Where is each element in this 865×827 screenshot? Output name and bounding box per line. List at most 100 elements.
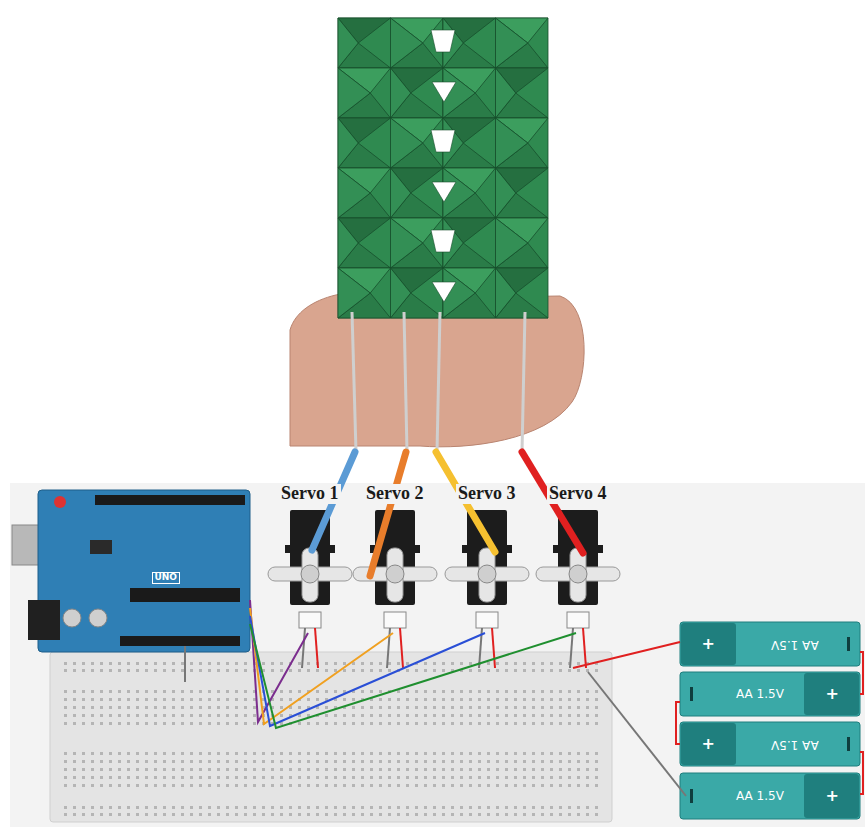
breadboard-hole [136, 760, 139, 763]
breadboard-hole [91, 698, 94, 701]
minus-mark [690, 687, 693, 701]
breadboard-hole [136, 714, 139, 717]
origami-facet [391, 268, 444, 318]
breadboard-hole [217, 669, 220, 672]
breadboard-hole [379, 806, 382, 809]
breadboard-hole [532, 690, 535, 693]
breadboard-hole [397, 768, 400, 771]
breadboard-hole [163, 813, 166, 816]
breadboard-hole [451, 690, 454, 693]
breadboard-hole [136, 669, 139, 672]
breadboard-hole [280, 776, 283, 779]
breadboard-hole [199, 706, 202, 709]
breadboard-hole [91, 813, 94, 816]
breadboard-hole [163, 722, 166, 725]
servo-shaft [301, 565, 319, 583]
breadboard-hole [82, 760, 85, 763]
breadboard-hole [559, 806, 562, 809]
breadboard-hole [424, 722, 427, 725]
breadboard-hole [469, 714, 472, 717]
breadboard-hole [136, 690, 139, 693]
breadboard-hole [442, 714, 445, 717]
breadboard-hole [235, 690, 238, 693]
breadboard-hole [109, 722, 112, 725]
breadboard-hole [361, 752, 364, 755]
breadboard-hole [343, 752, 346, 755]
breadboard-hole [64, 662, 67, 665]
microcontroller-chip [130, 588, 240, 602]
breadboard-hole [181, 662, 184, 665]
breadboard-hole [532, 760, 535, 763]
breadboard-hole [82, 714, 85, 717]
breadboard-hole [235, 806, 238, 809]
breadboard-hole [550, 690, 553, 693]
breadboard-hole [469, 752, 472, 755]
breadboard-hole [469, 722, 472, 725]
breadboard-hole [136, 784, 139, 787]
breadboard-hole [208, 784, 211, 787]
breadboard-hole [82, 752, 85, 755]
breadboard-hole [487, 714, 490, 717]
origami-facet [391, 218, 423, 268]
breadboard-hole [145, 714, 148, 717]
breadboard-hole [577, 698, 580, 701]
breadboard-hole [532, 714, 535, 717]
breadboard-hole [100, 714, 103, 717]
servo-motor: Servo 2 [355, 483, 435, 633]
breadboard-hole [514, 722, 517, 725]
breadboard-hole [190, 806, 193, 809]
arduino-drawing [12, 490, 250, 652]
breadboard-hole [478, 706, 481, 709]
capacitor [89, 609, 107, 627]
breadboard-hole [73, 760, 76, 763]
breadboard-hole [559, 669, 562, 672]
breadboard-hole [523, 722, 526, 725]
breadboard-hole [316, 813, 319, 816]
origami-facet [443, 268, 496, 318]
breadboard-hole [433, 752, 436, 755]
breadboard-hole [424, 706, 427, 709]
breadboard-hole [226, 698, 229, 701]
breadboard-hole [388, 662, 391, 665]
breadboard-hole [91, 784, 94, 787]
breadboard-hole [118, 706, 121, 709]
breadboard-hole [388, 813, 391, 816]
breadboard-hole [559, 784, 562, 787]
breadboard-hole [334, 662, 337, 665]
breadboard-hole [235, 752, 238, 755]
breadboard-hole [514, 813, 517, 816]
breadboard-hole [118, 768, 121, 771]
breadboard-hole [145, 806, 148, 809]
servo-label: Servo 1 [279, 484, 341, 504]
breadboard-hole [208, 690, 211, 693]
breadboard-hole [415, 722, 418, 725]
breadboard-hole [397, 813, 400, 816]
breadboard-hole [325, 752, 328, 755]
servo-label: Servo 2 [364, 484, 426, 504]
breadboard-hole [244, 760, 247, 763]
breadboard-hole [145, 669, 148, 672]
breadboard-hole [550, 768, 553, 771]
breadboard-hole [568, 806, 571, 809]
breadboard-hole [190, 784, 193, 787]
breadboard-hole [586, 813, 589, 816]
breadboard-hole [487, 813, 490, 816]
breadboard-hole [190, 813, 193, 816]
breadboard-hole [172, 662, 175, 665]
breadboard-hole [280, 760, 283, 763]
breadboard-hole [487, 760, 490, 763]
breadboard-hole [172, 669, 175, 672]
battery-label: AA 1.5V [771, 738, 819, 751]
breadboard-hole [550, 760, 553, 763]
breadboard-hole [82, 722, 85, 725]
battery-label: AA 1.5V [736, 790, 784, 803]
breadboard-hole [298, 706, 301, 709]
breadboard-hole [154, 760, 157, 763]
origami-opening [431, 230, 455, 252]
breadboard-hole [595, 752, 598, 755]
breadboard-hole [280, 690, 283, 693]
breadboard-hole [388, 768, 391, 771]
breadboard-hole [514, 806, 517, 809]
breadboard-hole [406, 768, 409, 771]
breadboard-hole [343, 784, 346, 787]
